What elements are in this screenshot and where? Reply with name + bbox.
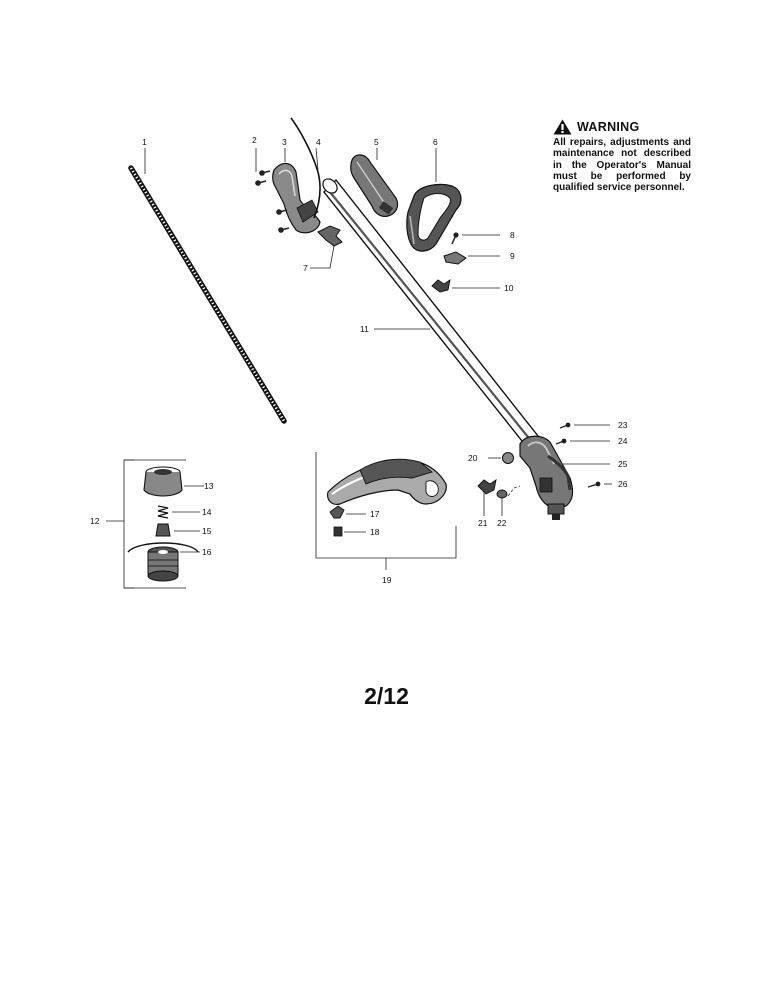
callout-10: 10 (504, 283, 514, 293)
warning-triangle-icon (553, 119, 572, 135)
cable-clip (310, 225, 343, 269)
callout-23: 23 (618, 420, 628, 430)
callout-2: 2 (252, 135, 257, 145)
callout-25: 25 (618, 459, 628, 469)
callout-9: 9 (510, 251, 515, 261)
warning-text: All repairs, adjustments and maintenance… (553, 137, 691, 194)
callout-22: 22 (497, 518, 507, 528)
callout-20: 20 (468, 453, 478, 463)
callout-16: 16 (202, 547, 212, 557)
callout-6: 6 (433, 137, 438, 147)
callout-7: 7 (303, 263, 308, 273)
callout-13: 13 (204, 481, 214, 491)
callout-11: 11 (360, 324, 369, 334)
callout-5: 5 (374, 137, 379, 147)
throttle-housing (255, 117, 321, 234)
callout-8: 8 (510, 230, 515, 240)
callout-15: 15 (202, 526, 212, 536)
callout-labels: 1 2 3 4 5 6 7 8 9 10 11 12 13 14 15 16 1… (90, 135, 628, 585)
callout-21: 21 (478, 518, 488, 528)
drive-cable (128, 148, 287, 424)
callout-19: 19 (382, 575, 392, 585)
callout-4: 4 (316, 137, 321, 147)
callout-1: 1 (142, 137, 147, 147)
callout-14: 14 (202, 507, 212, 517)
callout-24: 24 (618, 436, 628, 446)
warning-header: WARNING (553, 119, 691, 135)
callout-26: 26 (618, 479, 628, 489)
shaft-tube (322, 178, 539, 447)
warning-box: WARNING All repairs, adjustments and mai… (553, 119, 691, 193)
callout-18: 18 (370, 527, 380, 537)
callout-3: 3 (282, 137, 287, 147)
callout-12: 12 (90, 516, 100, 526)
warning-title: WARNING (577, 120, 640, 134)
trimmer-head (106, 459, 204, 589)
gear-head (477, 422, 612, 520)
assist-handle (406, 148, 462, 252)
debris-shield (315, 452, 457, 570)
callout-17: 17 (370, 509, 380, 519)
handle-bracket (350, 148, 399, 217)
page-number: 2/12 (364, 683, 409, 709)
handle-fasteners (431, 232, 500, 293)
